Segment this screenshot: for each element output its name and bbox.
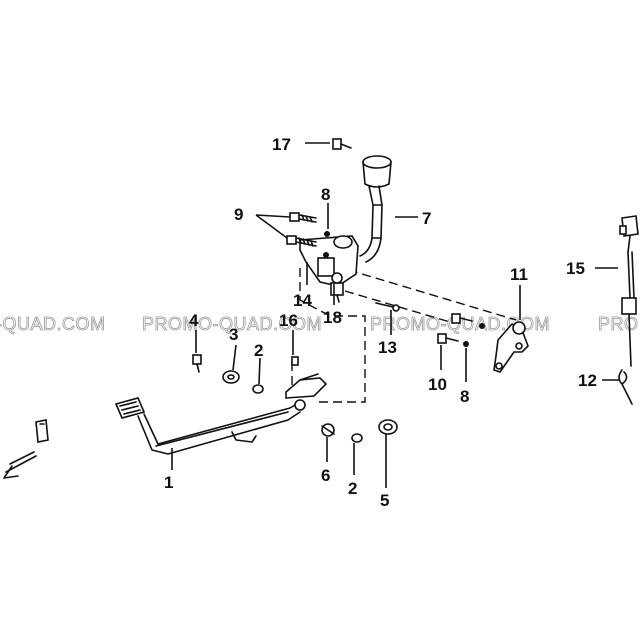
callout-2-right: 2	[348, 479, 357, 498]
part-13-pin	[375, 302, 400, 312]
callout-1: 1	[164, 473, 173, 492]
callout-4: 4	[189, 311, 199, 330]
part-6-clip	[321, 423, 335, 437]
part-4-bolt	[192, 354, 202, 373]
part-12-spring	[618, 369, 633, 405]
callout-5: 5	[380, 491, 389, 510]
part-1-brake-pedal	[114, 373, 328, 455]
watermark-text-1: -QUAD.COM	[0, 314, 106, 334]
part-15-switch	[619, 215, 639, 367]
callout-leaders	[171, 142, 620, 488]
callout-9: 9	[234, 205, 243, 224]
callout-14: 14	[293, 291, 312, 310]
callout-8-upper: 8	[321, 185, 330, 204]
callout-15: 15	[566, 259, 585, 278]
callout-8-lower: 8	[460, 387, 469, 406]
watermark-text-2: PROMO-QUAD.COM	[142, 314, 322, 334]
watermark: -QUAD.COM PROMO-QUAD.COM PROMO-QUAD.COM …	[0, 314, 639, 335]
part-11-bracket	[493, 321, 529, 373]
callout-labels: 17 8 9 7 11 15 14 18 13 16 4 3 2 10 8 12…	[164, 135, 597, 510]
callout-17: 17	[272, 135, 291, 154]
part-8-washers-upper	[323, 231, 330, 258]
part-8-washers-lower	[463, 323, 485, 347]
callout-10: 10	[428, 375, 447, 394]
callout-16: 16	[279, 311, 298, 330]
callout-6: 6	[321, 466, 330, 485]
callout-13: 13	[378, 338, 397, 357]
callout-12: 12	[578, 371, 597, 390]
callout-3: 3	[229, 325, 238, 344]
part-9-bolts	[286, 212, 317, 247]
watermark-text-4: PRO	[598, 314, 639, 334]
part-18-nut	[331, 272, 343, 284]
part-5-washer	[378, 419, 398, 435]
part-7-reservoir	[359, 155, 392, 263]
front-direction-arrow-icon	[3, 419, 49, 479]
callout-11: 11	[510, 265, 528, 284]
part-3-washer	[222, 370, 240, 384]
part-10-bolts	[437, 313, 473, 344]
callout-7: 7	[422, 209, 431, 228]
master-cylinder	[299, 235, 359, 303]
watermark-text-3: PROMO-QUAD.COM	[370, 314, 550, 334]
callout-18: 18	[323, 308, 342, 327]
callout-2-left: 2	[254, 341, 263, 360]
part-16-pin	[291, 356, 299, 366]
part-2-orings	[252, 384, 363, 443]
part-17-screw	[332, 138, 352, 150]
